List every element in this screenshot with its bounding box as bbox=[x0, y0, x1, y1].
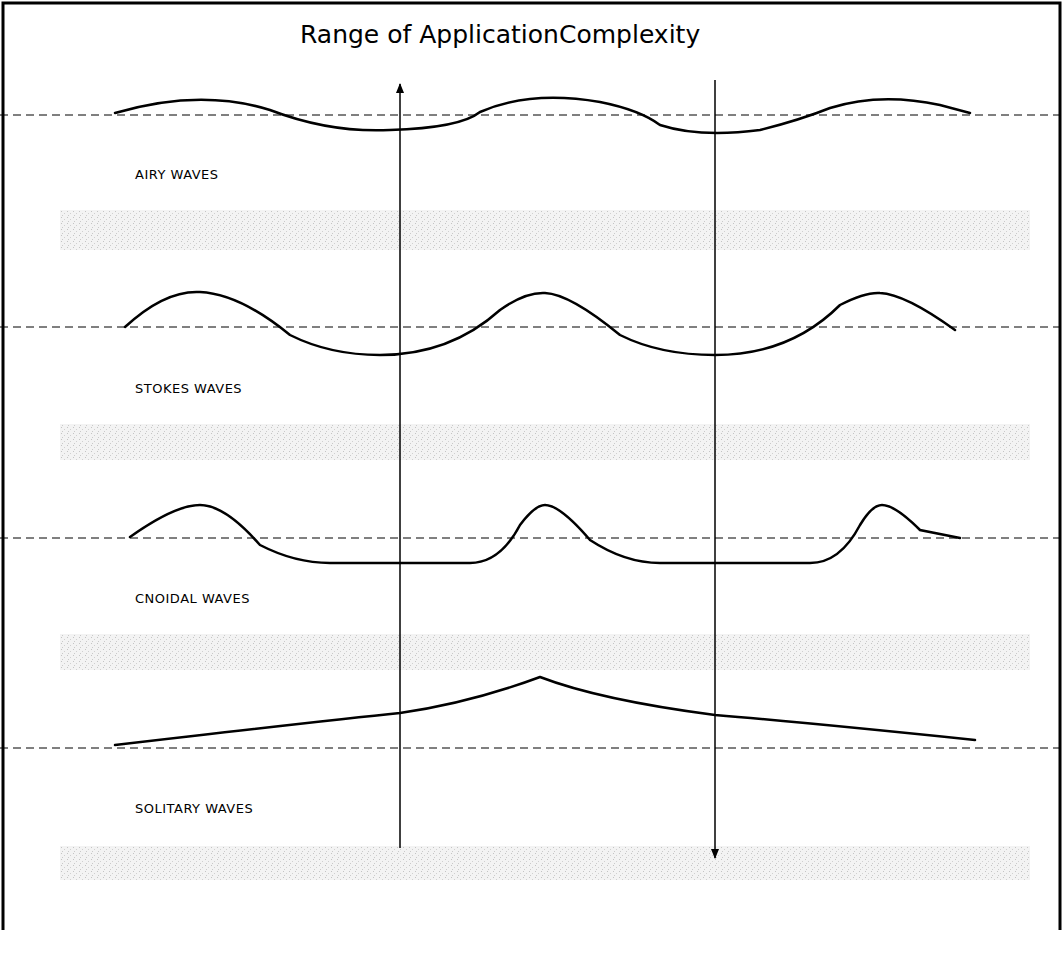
stokes-wave-profile bbox=[125, 292, 955, 355]
wave-type-label: AIRY WAVES bbox=[135, 167, 219, 183]
bed-band bbox=[60, 210, 1030, 250]
still-water-line bbox=[0, 538, 1063, 539]
cnoidal-wave-profile bbox=[130, 505, 960, 563]
wave-type-label: STOKES WAVES bbox=[135, 381, 242, 397]
frame bbox=[3, 3, 1060, 930]
airy-wave-profile bbox=[115, 98, 970, 133]
bed-band bbox=[60, 846, 1030, 880]
still-water-line bbox=[0, 115, 1063, 116]
solitary-wave-profile bbox=[115, 677, 975, 745]
wave-type-label: CNOIDAL WAVES bbox=[135, 591, 250, 607]
axis-label: Complexity bbox=[559, 20, 700, 50]
bed-band bbox=[60, 634, 1030, 670]
wave-type-label: SOLITARY WAVES bbox=[135, 801, 253, 817]
down-arrow bbox=[714, 80, 716, 858]
bed-band bbox=[60, 424, 1030, 460]
still-water-line bbox=[0, 748, 1063, 749]
axis-label: Range of Application bbox=[300, 20, 559, 50]
still-water-line bbox=[0, 327, 1063, 328]
up-arrow bbox=[399, 84, 401, 848]
